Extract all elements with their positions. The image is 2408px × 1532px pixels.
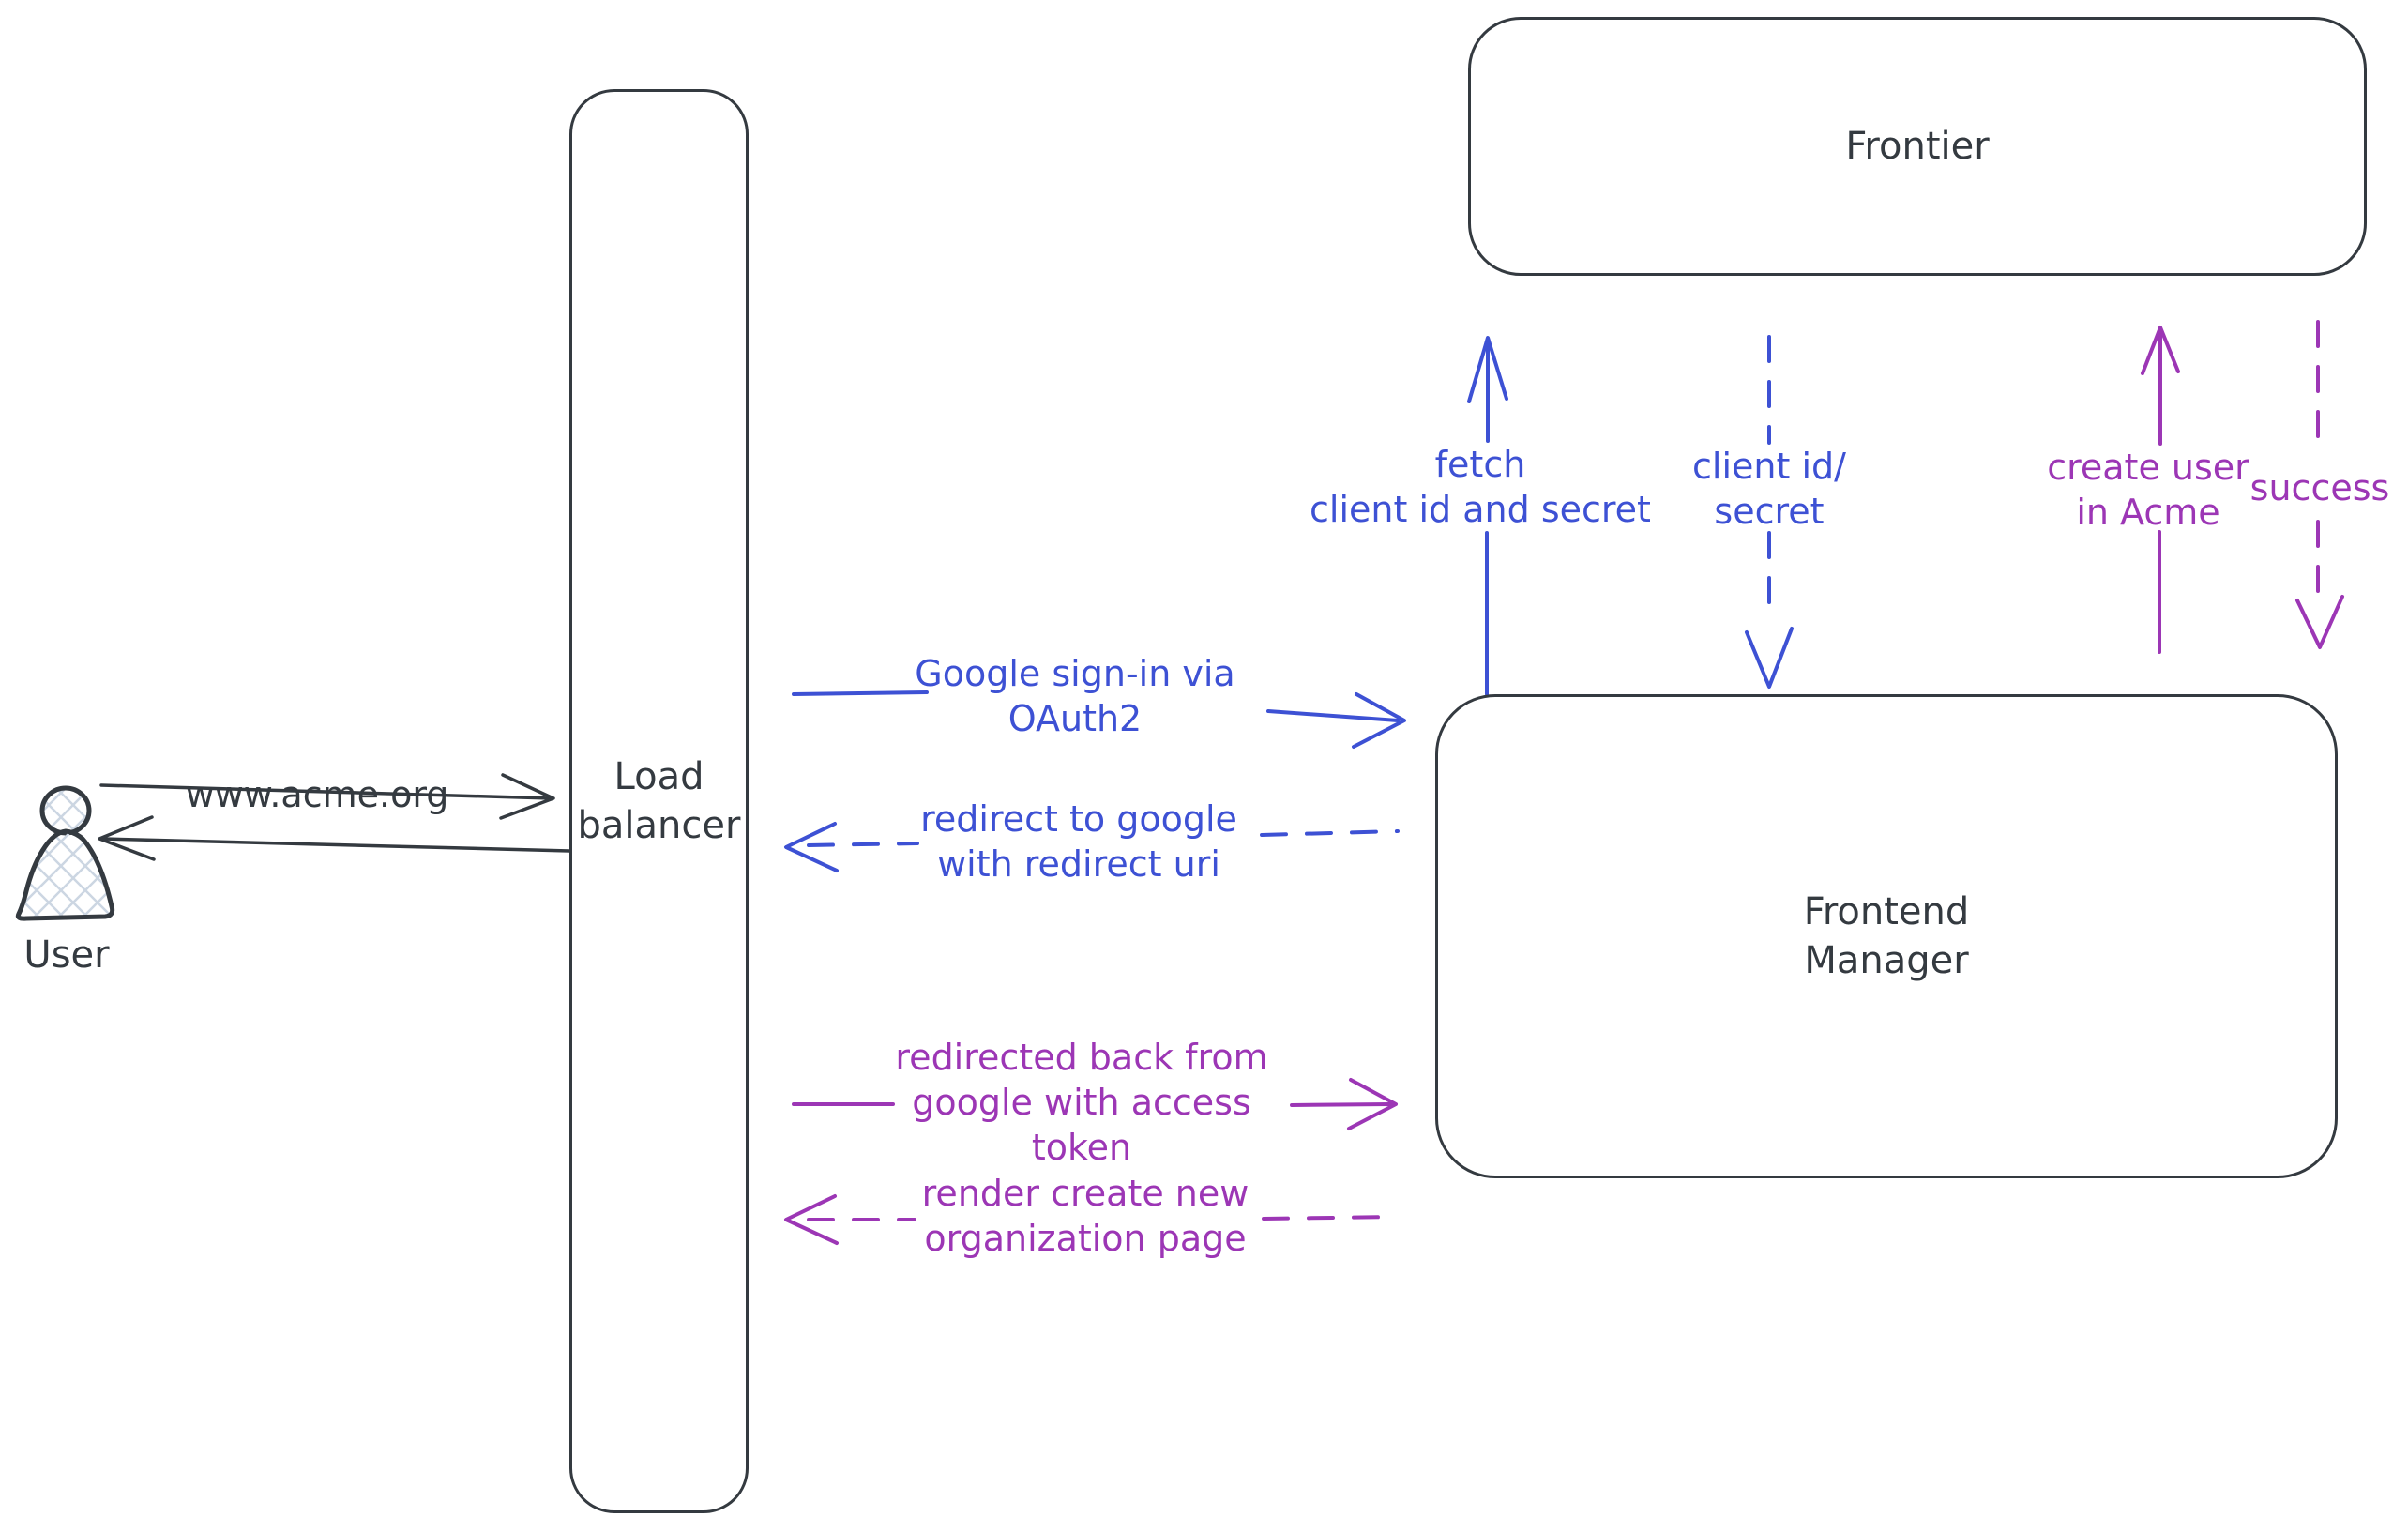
edge-label-www-acme: www.acme.org: [185, 774, 449, 815]
arrow-user-to-load-balancer: [99, 773, 555, 820]
edge-label-fetch-client-id: fetch client id and secret: [1310, 444, 1651, 530]
edge-label-client-id-secret: client id/ secret: [1692, 446, 1846, 532]
load-balancer-label: Load balancer: [577, 755, 741, 847]
arrow-load-balancer-to-user: [98, 815, 571, 861]
arrow-redirected-back: [792, 1078, 1398, 1130]
arrow-success: [2295, 320, 2344, 649]
arrow-redirect-to-google: [784, 822, 1400, 872]
edge-label-redirect-to-google: redirect to google with redirect uri: [920, 798, 1237, 885]
node-load-balancer: Load balancer: [569, 89, 749, 1513]
node-frontier: Frontier: [1468, 17, 2367, 276]
edge-label-success: success: [2249, 467, 2390, 508]
user-icon: [15, 785, 115, 921]
arrow-client-id-secret: [1745, 335, 1794, 689]
arrow-google-signin: [792, 690, 1406, 749]
frontend-manager-label: Frontend Manager: [1803, 890, 1970, 982]
user-label: User: [23, 933, 110, 977]
arrow-create-user: [2141, 326, 2180, 654]
edge-label-render-org-page: render create new organization page: [921, 1173, 1249, 1259]
arrow-render-org-page: [784, 1194, 1400, 1245]
arrow-fetch-client-id: [1467, 336, 1508, 696]
edge-label-redirected-back: redirected back from google with access …: [895, 1037, 1268, 1168]
edge-label-create-user: create user in Acme: [2047, 447, 2249, 533]
node-frontend-manager: Frontend Manager: [1435, 694, 2338, 1178]
frontier-label: Frontier: [1845, 125, 1990, 168]
edge-label-google-signin: Google sign-in via OAuth2: [915, 653, 1235, 739]
